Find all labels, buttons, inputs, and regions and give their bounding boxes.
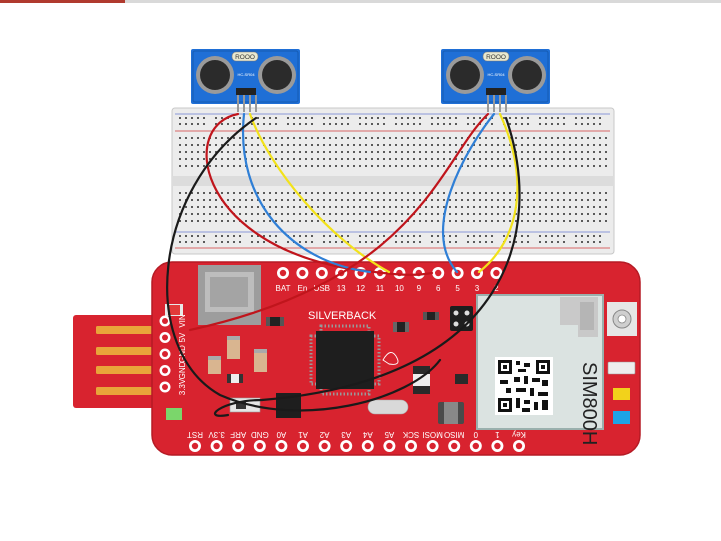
pin-label: SCK <box>402 430 419 439</box>
pin-label: 5V <box>178 332 187 342</box>
pin-label: USB <box>314 284 330 293</box>
ultrasonic-sensor-left: ROOO HC-SR04 <box>191 49 300 112</box>
pin-label: 11 <box>376 284 385 293</box>
usb-plug <box>73 315 157 408</box>
sensor-badge-text: ROOO <box>235 54 255 61</box>
board-brand: SILVERBACK <box>308 310 377 322</box>
ultrasonic-sensor-right: ROOO HC-SR04 <box>441 49 550 112</box>
wires <box>166 112 521 417</box>
microcontroller-board: SILVERBACK SIM800H <box>73 261 641 456</box>
pin-label: Key <box>512 430 526 439</box>
pin-label: VIN <box>178 314 187 328</box>
pin-label: MOSI <box>422 430 442 439</box>
top-progress-bar <box>0 0 721 3</box>
pin-label: 5 <box>455 284 460 293</box>
pin-label: A3 <box>341 430 351 439</box>
sensor-module-label: HC-SR04 <box>237 72 255 77</box>
pin-label: GND <box>178 361 187 379</box>
sensor-module-label: HC-SR04 <box>487 72 505 77</box>
wire-ground-sensor2 <box>213 116 521 417</box>
wire-power-sensor2 <box>188 112 490 332</box>
gsm-module-label: SIM800H <box>578 362 600 445</box>
pin-label: 1 <box>495 430 500 439</box>
breadboard <box>171 107 615 255</box>
green-led <box>166 408 182 420</box>
wire-power-sensor1 <box>205 112 434 276</box>
wire-ground-sensor1 <box>166 116 442 412</box>
pin-label: 6 <box>436 284 441 293</box>
pin-label: ARF <box>230 430 246 439</box>
pin-label: RST <box>187 430 203 439</box>
gorilla-logo <box>382 352 399 365</box>
pin-label: MISO <box>444 430 464 439</box>
pin-label: A5 <box>384 430 394 439</box>
pin-label: 2 <box>494 284 499 293</box>
pin-label: 3.3V <box>208 430 225 439</box>
pin-label: 3 <box>475 284 480 293</box>
pin-label: BAT <box>276 284 291 293</box>
wire-trig-sensor1 <box>241 112 372 274</box>
top-progress-accent <box>0 0 125 3</box>
pin-label: En <box>298 284 308 293</box>
pin-label: A0 <box>276 430 286 439</box>
wire-echo-sensor1 <box>248 112 391 274</box>
breadboard-holes <box>179 117 607 243</box>
pin-label: 10 <box>395 284 404 293</box>
pin-label: A1 <box>298 430 308 439</box>
pin-label: A2 <box>319 430 329 439</box>
pin-label: A4 <box>362 430 372 439</box>
pin-label: GND <box>251 430 269 439</box>
blue-led <box>613 411 630 424</box>
wire-trig-sensor2 <box>441 112 496 274</box>
pin-label: 3.3V <box>178 378 187 395</box>
pin-label: 13 <box>337 284 346 293</box>
pin-label: 12 <box>356 284 365 293</box>
pin-label: 0 <box>473 430 478 439</box>
gsm-module: SIM800H <box>476 294 604 445</box>
sensor-badge-text: ROOO <box>486 54 506 61</box>
yellow-led <box>613 388 630 400</box>
pin-label: 9 <box>417 284 422 293</box>
wire-echo-sensor2 <box>477 112 519 274</box>
